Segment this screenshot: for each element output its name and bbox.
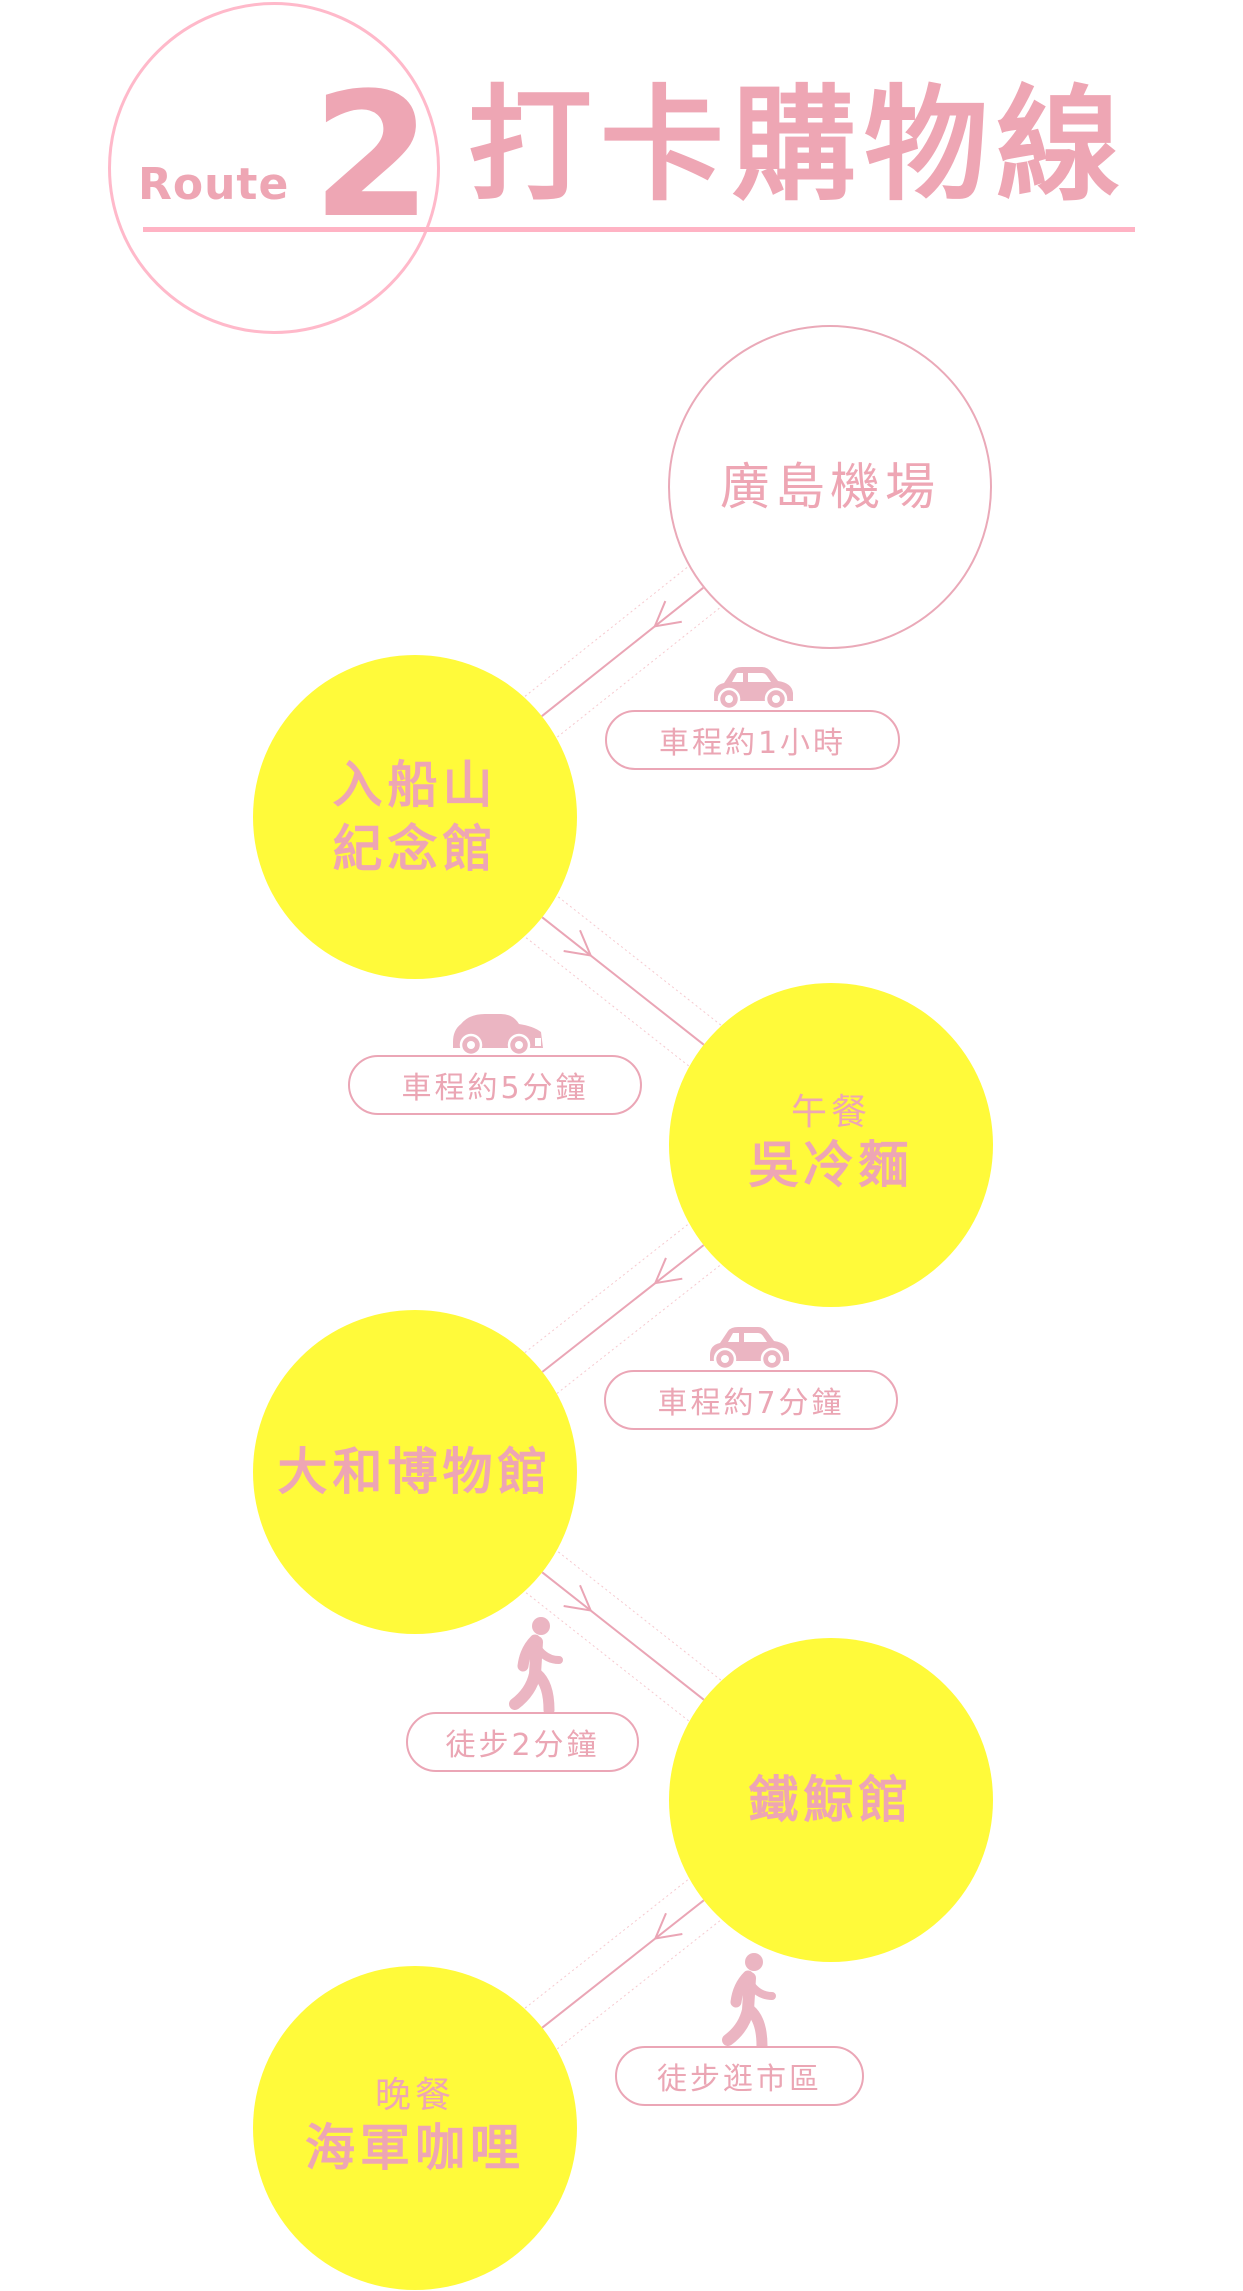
arrowhead-icon — [653, 1912, 683, 1940]
connector-arrow — [509, 554, 736, 750]
connector-guide-line — [542, 1252, 736, 1406]
travel-time-badge: 車程約5分鐘 — [348, 1055, 642, 1115]
stop-node: 入船山 紀念館 — [253, 655, 577, 979]
connector-arrow — [510, 884, 736, 1078]
travel-time-text: 車程約5分鐘 — [401, 1071, 589, 1106]
car-icon — [714, 667, 793, 710]
stop-name: 大和博物館 — [277, 1443, 553, 1501]
connector-guide-line — [542, 1539, 736, 1693]
arrowhead-icon — [653, 1257, 683, 1285]
connector-line — [541, 1244, 705, 1373]
car-icon — [453, 1014, 543, 1055]
travel-time-badge: 徒步逛市區 — [615, 2046, 864, 2106]
walking-person-icon — [509, 1617, 563, 1712]
arrowhead-icon — [563, 1584, 593, 1612]
connector-line — [541, 1899, 705, 2029]
meal-label: 晚餐 — [374, 2075, 455, 2117]
route-badge-circle — [108, 2, 440, 334]
connector-arrow — [510, 1539, 736, 1733]
connector-guide-line — [510, 1579, 704, 1733]
travel-time-text: 徒步2分鐘 — [445, 1728, 600, 1763]
connector-line — [541, 1571, 705, 1701]
stop-name: 吳冷麵 — [748, 1135, 914, 1194]
stop-name: 海軍咖哩 — [305, 2118, 525, 2177]
travel-time-badge: 車程約1小時 — [605, 710, 900, 770]
title-underline — [143, 227, 1135, 232]
stop-node-start: 廣島機場 — [668, 325, 992, 649]
stop-node: 晚餐 海軍咖哩 — [253, 1966, 577, 2290]
stop-name: 入船山 紀念館 — [332, 756, 498, 878]
car-icon — [710, 1327, 789, 1370]
stop-node: 午餐 吳冷麵 — [669, 983, 993, 1307]
connector-guide-line — [509, 554, 703, 709]
travel-time-text: 車程約1小時 — [658, 726, 847, 761]
connector-guide-line — [542, 595, 736, 750]
stop-node: 大和博物館 — [253, 1310, 577, 1634]
connector-guide-line — [510, 1211, 704, 1365]
travel-time-text: 徒步逛市區 — [657, 2062, 822, 2097]
route-number: 2 — [312, 55, 432, 256]
walking-person-icon — [722, 1953, 776, 2048]
stop-name: 鐵鯨館 — [748, 1771, 914, 1829]
connector-guide-line — [510, 1867, 704, 2021]
travel-time-text: 車程約7分鐘 — [657, 1386, 845, 1421]
connector-arrow — [510, 1867, 736, 2061]
connector-line — [541, 916, 705, 1046]
travel-time-badge: 車程約7分鐘 — [604, 1370, 898, 1430]
connector-guide-line — [542, 1907, 736, 2061]
connector-guide-line — [510, 924, 704, 1078]
route-label: Route — [138, 159, 290, 210]
travel-time-badge: 徒步2分鐘 — [406, 1712, 639, 1772]
connector-arrow — [510, 1211, 736, 1406]
connector-line — [541, 587, 704, 717]
stop-node: 鐵鯨館 — [669, 1638, 993, 1962]
stop-name: 廣島機場 — [720, 458, 940, 516]
arrowhead-icon — [563, 929, 593, 957]
page-title: 打卡購物線 — [468, 74, 1129, 218]
meal-label: 午餐 — [790, 1092, 871, 1134]
connector-guide-line — [542, 884, 736, 1038]
arrowhead-icon — [653, 600, 682, 628]
